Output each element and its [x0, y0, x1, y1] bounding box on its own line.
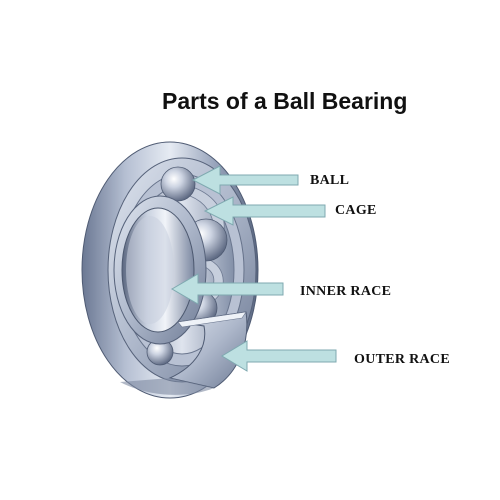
arrow-inner-race	[170, 273, 284, 305]
diagram-title: Parts of a Ball Bearing	[162, 88, 408, 114]
ball-top	[160, 166, 196, 202]
arrow-ball	[191, 165, 299, 195]
outer-race-cutaway	[120, 311, 248, 395]
arrow-cage	[203, 196, 326, 226]
label-outer-race: OUTER RACE	[354, 352, 450, 367]
label-ball: BALL	[310, 173, 350, 188]
label-inner-race: INNER RACE	[300, 284, 392, 299]
label-cage: CAGE	[335, 203, 377, 218]
arrow-outer-race	[221, 340, 337, 372]
inner-race	[113, 195, 207, 345]
